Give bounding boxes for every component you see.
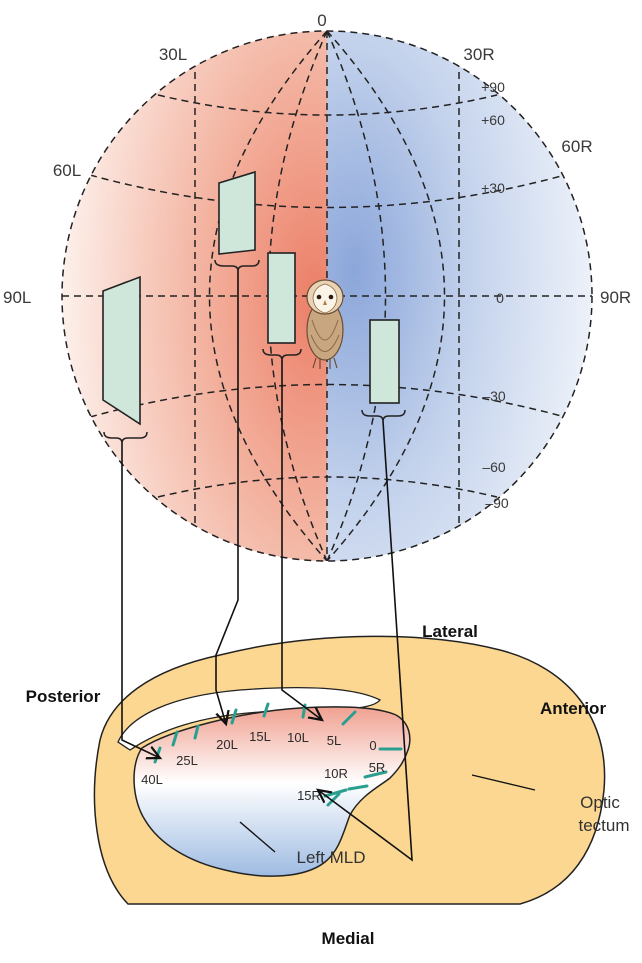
- map-label-5r: 5R: [369, 760, 386, 775]
- map-label-25l: 25L: [176, 753, 198, 768]
- elevation-label-minus90: –90: [485, 495, 509, 511]
- map-label-5l: 5L: [327, 733, 341, 748]
- anterior-label: Anterior: [540, 699, 607, 718]
- receptive-field-10l: [268, 253, 295, 343]
- receptive-field-20l: [219, 172, 255, 254]
- elevation-label-plus90: +90: [481, 79, 505, 95]
- map-label-20l: 20L: [216, 737, 238, 752]
- map-label-40l: 40L: [141, 772, 163, 787]
- map-label-15r: 15R: [297, 788, 321, 803]
- elevation-label-zero: 0: [496, 290, 504, 306]
- elevation-label-plus30: +30: [481, 180, 505, 196]
- elevation-label-minus60: –60: [482, 459, 506, 475]
- receptive-field-40l: [103, 277, 140, 424]
- azimuth-label-60r: 60R: [561, 137, 592, 156]
- map-label-15l: 15L: [249, 729, 271, 744]
- azimuth-label-30l: 30L: [159, 45, 187, 64]
- posterior-label: Posterior: [26, 687, 101, 706]
- elevation-label-plus60: +60: [481, 112, 505, 128]
- azimuth-label-60l: 60L: [53, 161, 81, 180]
- azimuth-label-90l: 90L: [3, 288, 31, 307]
- optic-tectum-label-line1: Optic: [580, 793, 620, 812]
- receptive-field-10r: [370, 320, 399, 403]
- optic-tectum-label-line2: tectum: [578, 816, 629, 835]
- left-mld-label: Left MLD: [297, 848, 366, 867]
- map-label-10r: 10R: [324, 766, 348, 781]
- azimuth-label-90r: 90R: [600, 288, 631, 307]
- map-label-10l: 10L: [287, 730, 309, 745]
- map-label-0: 0: [369, 738, 376, 753]
- elevation-label-minus30: –30: [482, 388, 506, 404]
- azimuth-label-30r: 30R: [463, 45, 494, 64]
- lateral-label: Lateral: [422, 622, 478, 641]
- right-hemifield-shading: [327, 30, 597, 565]
- medial-label: Medial: [322, 929, 375, 948]
- azimuth-label-0: 0: [317, 11, 326, 30]
